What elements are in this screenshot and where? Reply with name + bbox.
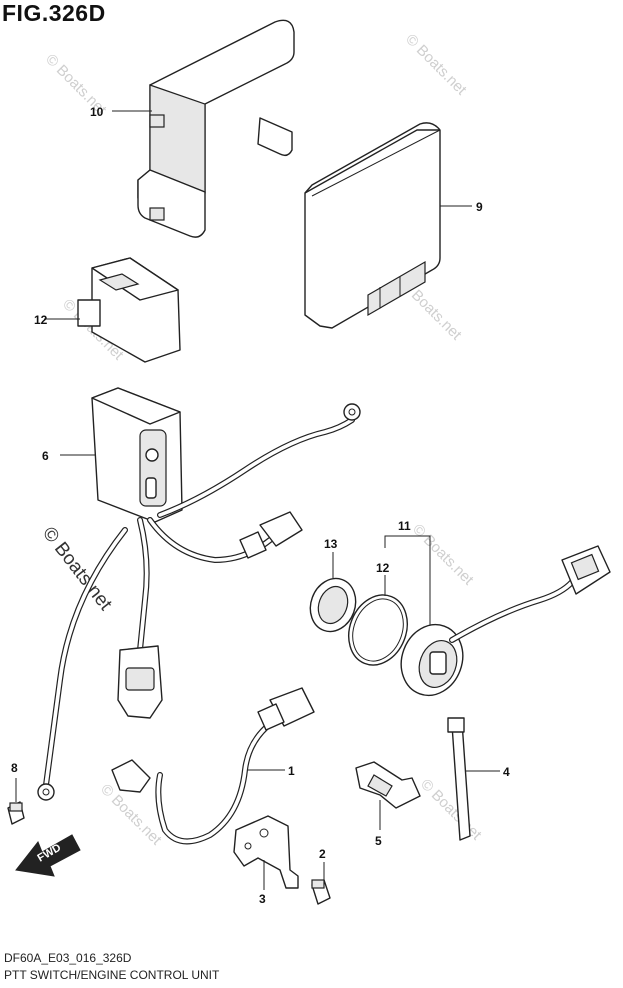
- part-6-ptt-switch: 6: [37, 387, 361, 801]
- watermark-text-prominent: © Boats.net: [38, 523, 116, 615]
- part-13-grommet: 13: [309, 537, 357, 633]
- callout-6: 6: [42, 449, 49, 463]
- part-1-harness: 1: [111, 687, 315, 845]
- fwd-arrow-icon: [15, 834, 81, 877]
- callout-13: 13: [324, 537, 338, 551]
- watermark-text: © Boats.net: [409, 521, 477, 589]
- callout-8: 8: [11, 761, 18, 775]
- part-9-ecu: 9: [304, 122, 483, 329]
- callout-1: 1: [288, 764, 295, 778]
- callout-5: 5: [375, 834, 382, 848]
- part-5-clip: 5: [355, 761, 421, 848]
- figure-caption: PTT SWITCH/ENGINE CONTROL UNIT: [4, 968, 220, 982]
- fwd-arrow: FWD: [15, 834, 81, 877]
- leader-bracket-11: [384, 535, 431, 628]
- part-3-bracket: 3: [233, 815, 299, 906]
- part-2-screw: 2: [311, 847, 331, 905]
- part-10-holder: 10: [90, 19, 295, 238]
- watermark-text: © Boats.net: [402, 31, 470, 99]
- callout-2: 2: [319, 847, 326, 861]
- callout-7: 12: [34, 313, 48, 327]
- callout-4: 4: [503, 765, 510, 779]
- callout-12: 12: [376, 561, 390, 575]
- callout-9: 9: [476, 200, 483, 214]
- callout-11: 11: [398, 519, 411, 533]
- part-7-cover: 12: [34, 257, 181, 363]
- callout-10: 10: [90, 105, 104, 119]
- figure-title: FIG.326D: [2, 0, 106, 26]
- part-8-bolt: 8: [7, 761, 25, 825]
- callout-3: 3: [259, 892, 266, 906]
- watermark-text: © Boats.net: [417, 776, 485, 844]
- part-11-trim-switch: 11: [384, 519, 611, 697]
- figure-code: DF60A_E03_016_326D: [4, 951, 132, 965]
- part-4-cable-tie: 4: [447, 717, 510, 841]
- part-12-o-ring: 12: [348, 561, 408, 666]
